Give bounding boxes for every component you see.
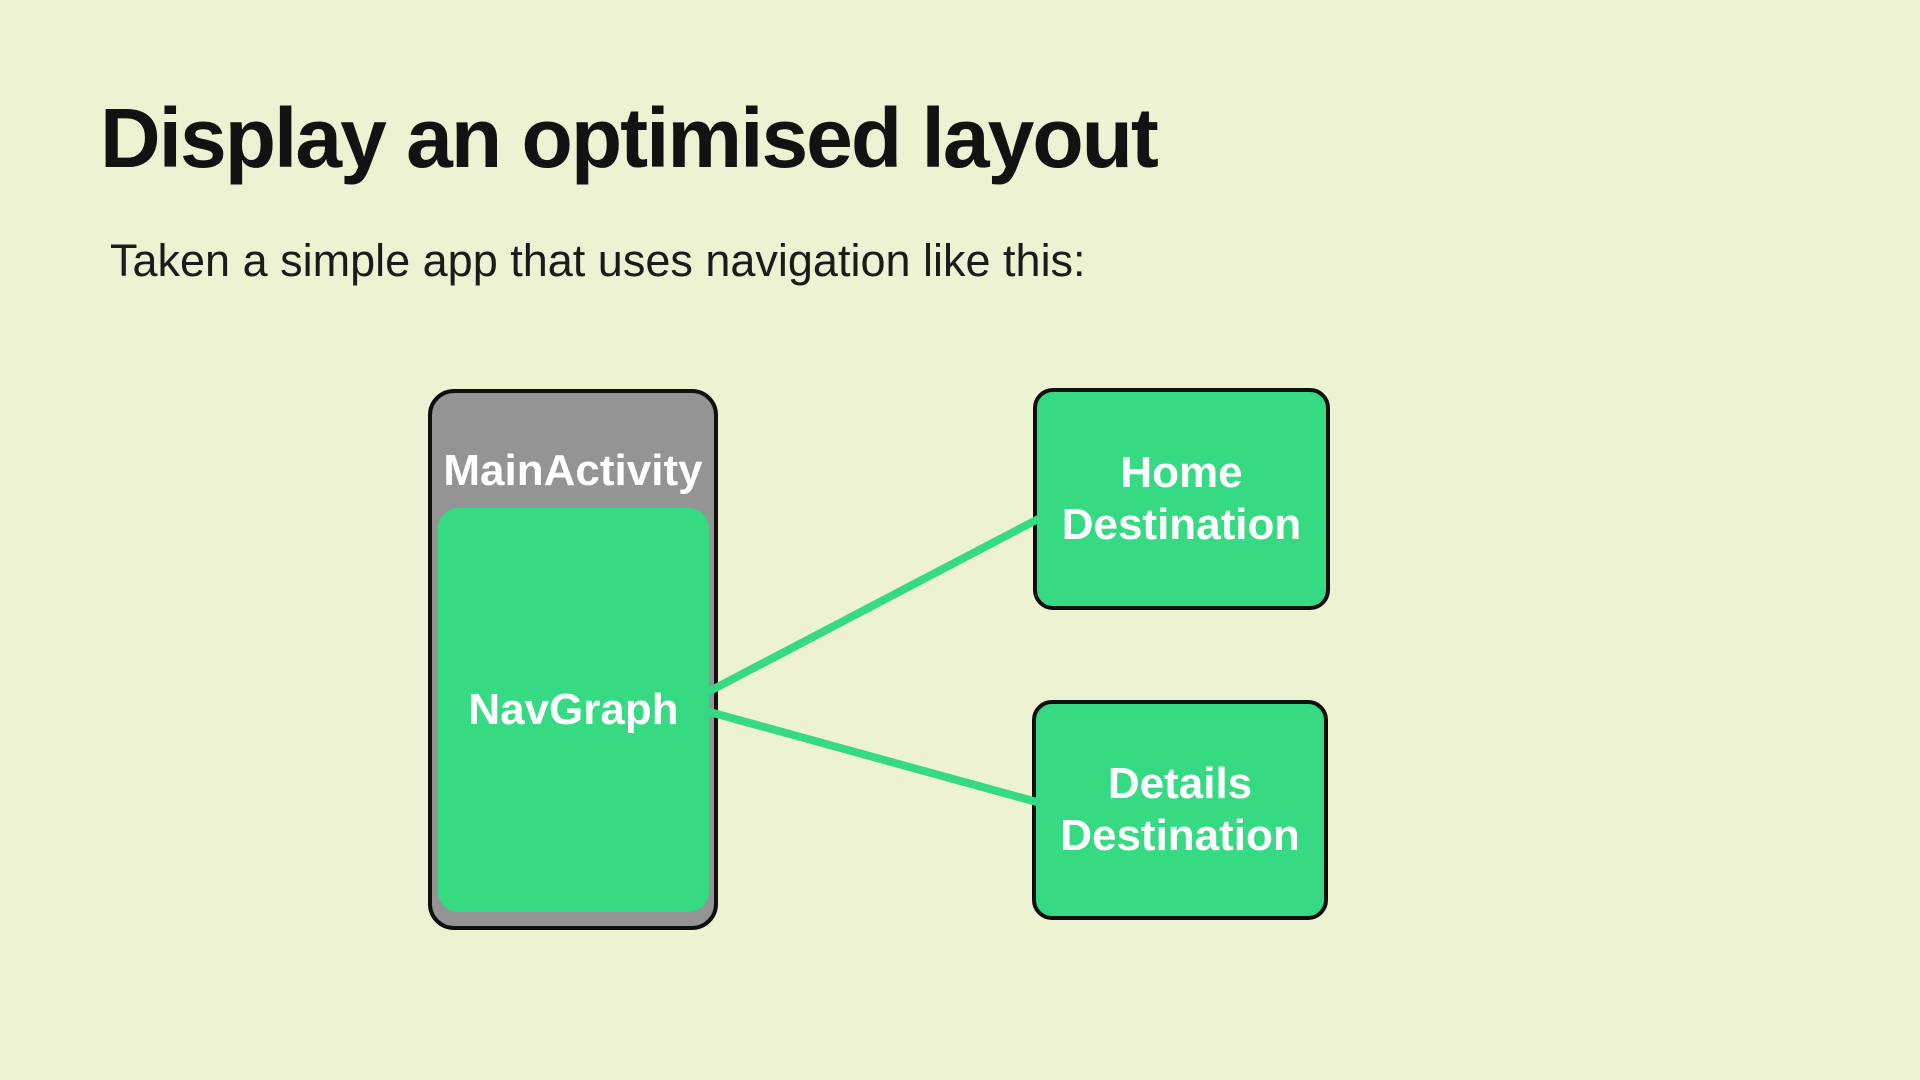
navgraph-box: NavGraph [438, 508, 709, 912]
slide-subtitle: Taken a simple app that uses navigation … [110, 235, 1086, 286]
main-activity-label: MainActivity [443, 446, 703, 495]
navgraph-label: NavGraph [468, 685, 679, 734]
connector-line-details [704, 707, 1046, 808]
connector-line-home [704, 512, 1046, 697]
details-destination-box: Details Destination [1032, 700, 1328, 920]
page-title: Display an optimised layout [100, 91, 1159, 185]
main-activity-box: MainActivity NavGraph [428, 389, 718, 930]
details-destination-label: Details Destination [1060, 759, 1300, 860]
home-destination-label: Home Destination [1061, 448, 1302, 549]
home-destination-box: Home Destination [1033, 388, 1330, 610]
